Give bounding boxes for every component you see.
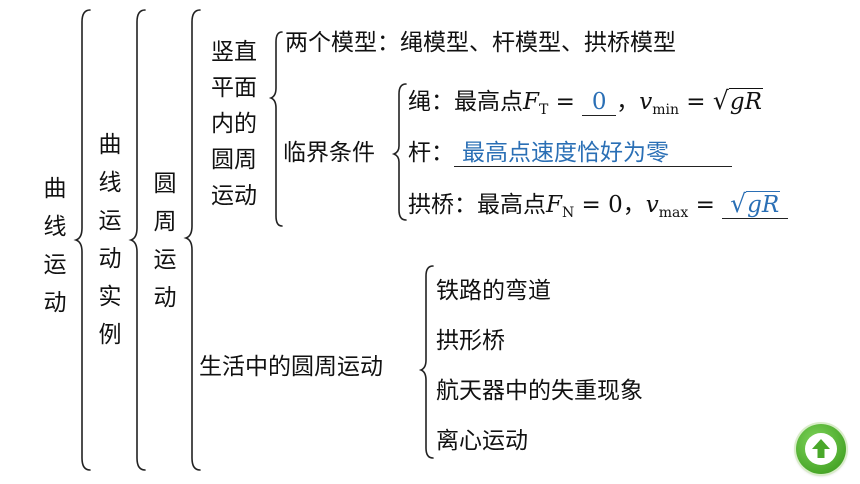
brace-root [73, 9, 91, 471]
rope-radicand: gR [728, 88, 763, 115]
arch-radicand: gR [746, 191, 781, 218]
arch-equals-zero: = 0 [574, 192, 623, 218]
rod-prefix: 杆： [408, 140, 454, 166]
arch-comma: ， [622, 192, 646, 218]
rod-answer-text: 最高点速度恰好为零 [462, 140, 669, 166]
daily-life-item: 航天器中的失重现象 [436, 378, 643, 404]
level1-label: 曲 线 运 动 实 例 [98, 132, 122, 348]
daily-life-item: 离心运动 [436, 428, 528, 454]
arch-equals: = [688, 192, 723, 218]
arch-prefix: 拱桥：最高点 [408, 192, 546, 218]
scroll-up-button[interactable] [796, 424, 846, 474]
level2-label: 圆 周 运 动 [153, 171, 177, 311]
rod-condition-row: 杆： 最高点速度恰好为零 [408, 138, 732, 168]
brace-critical [391, 83, 407, 221]
sqrt-icon: √ [730, 189, 747, 218]
critical-condition-label: 临界条件 [283, 140, 375, 166]
brace-vertical-plane [268, 31, 283, 227]
brace-daily-life [418, 265, 434, 459]
rope-equals: = [548, 89, 583, 115]
rope-sqrt-expression: √gR [713, 86, 763, 117]
rope-force-subscript: T [538, 102, 549, 118]
vertical-plane-label: 竖直 平面 内的 圆周 运动 [211, 39, 257, 209]
rope-prefix: 绳：最高点 [408, 89, 523, 115]
daily-life-label: 生活中的圆周运动 [199, 354, 383, 380]
arch-velocity-subscript: max [658, 205, 689, 221]
arch-velocity-symbol: v [645, 192, 659, 218]
brace-level2 [183, 9, 201, 471]
rope-answer-blank: 0 [582, 89, 617, 116]
brace-level1 [128, 9, 146, 471]
up-arrow-icon [812, 439, 830, 458]
rod-answer-blank: 最高点速度恰好为零 [454, 140, 732, 167]
two-models-text: 两个模型：绳模型、杆模型、拱桥模型 [285, 30, 676, 56]
rope-equals-2: = [679, 89, 713, 115]
sqrt-icon: √ [712, 86, 729, 115]
arch-force-symbol: F [546, 192, 562, 218]
root-label: 曲 线 运 动 [43, 176, 67, 316]
daily-life-item: 拱形桥 [436, 328, 505, 354]
arch-condition-row: 拱桥：最高点FN = 0，vmax = √gR [408, 189, 789, 228]
rope-condition-row: 绳：最高点FT = 0 ，vmin = √gR [408, 86, 763, 125]
arch-answer-blank: √gR [722, 189, 789, 219]
rope-velocity-subscript: min [652, 102, 679, 118]
rope-velocity-symbol: v [639, 89, 653, 115]
rope-answer-value: 0 [591, 89, 607, 115]
arch-force-subscript: N [561, 205, 575, 221]
rope-comma: ， [616, 89, 640, 115]
rope-force-symbol: F [523, 89, 539, 115]
daily-life-item: 铁路的弯道 [436, 278, 551, 304]
arch-sqrt-expression: √gR [730, 189, 781, 218]
